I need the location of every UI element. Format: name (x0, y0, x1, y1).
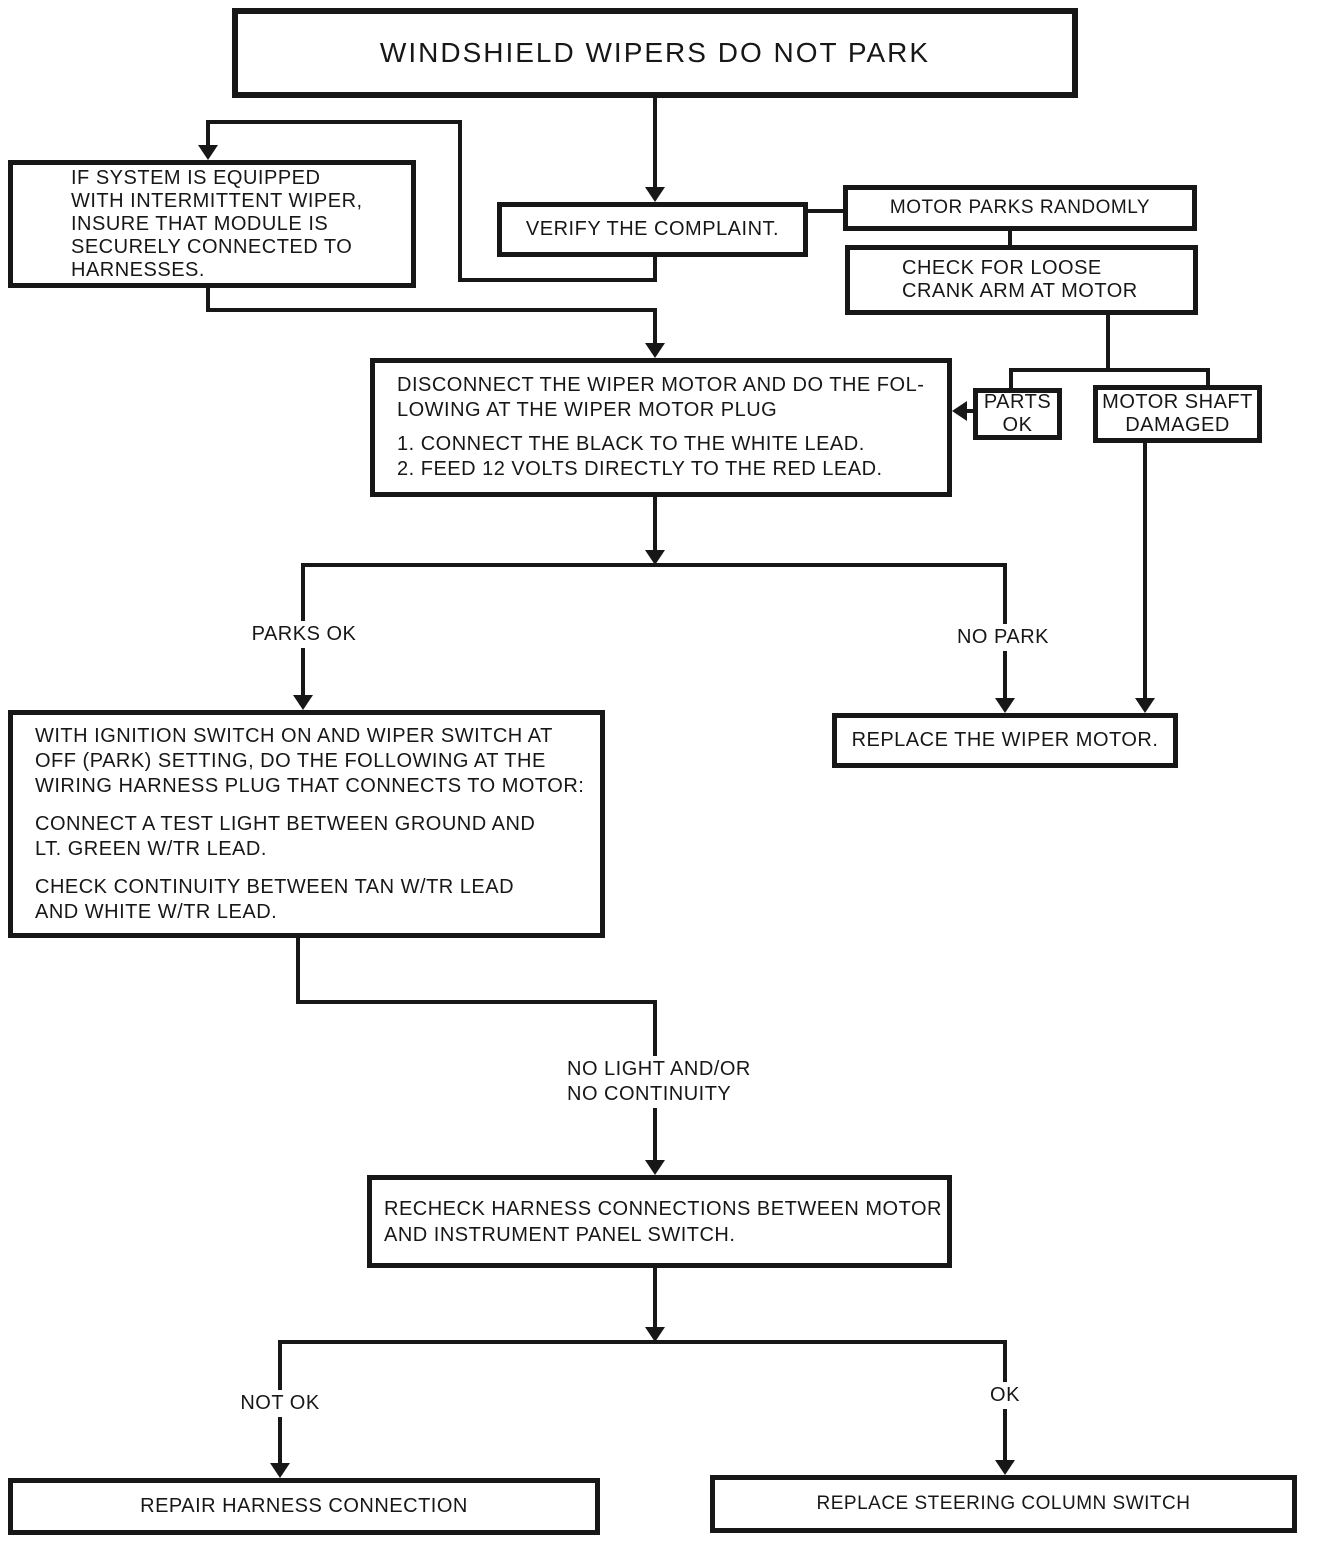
arrowhead-into-replace-motor (995, 698, 1015, 713)
arrowhead-parts-ok-to-disconnect (952, 401, 967, 421)
arrowhead-into-ignition-test (293, 695, 313, 710)
node-disconnect-wiper-motor: DISCONNECT THE WIPER MOTOR AND DO THE FO… (370, 358, 952, 497)
connector-disconnect-down (653, 497, 657, 552)
arrowhead-into-recheck (645, 1160, 665, 1175)
connector-ignition-down (296, 938, 300, 1004)
connector-branch-park (301, 563, 1007, 567)
node-recheck-harness: RECHECK HARNESS CONNECTIONS BETWEEN MOTO… (367, 1175, 952, 1268)
node-recheck-harness-label: RECHECK HARNESS CONNECTIONS BETWEEN MOTO… (384, 1197, 942, 1246)
node-motor-parks-randomly: MOTOR PARKS RANDOMLY (843, 185, 1197, 231)
edge-label-no-park: NO PARK (952, 624, 1054, 651)
node-repair-harness-connection-label: REPAIR HARNESS CONNECTION (140, 1495, 468, 1517)
connector-verify-left (458, 278, 657, 282)
node-check-loose-crank-arm: CHECK FOR LOOSE CRANK ARM AT MOTOR (845, 245, 1198, 315)
node-ignition-p2-label: CONNECT A TEST LIGHT BETWEEN GROUND AND … (35, 812, 536, 860)
node-parts-ok-label: PARTS OK (983, 391, 1052, 436)
edge-label-parks-ok: PARKS OK (247, 621, 361, 648)
edge-label-no-light-no-continuity: NO LIGHT AND/OR NO CONTINUITY (563, 1056, 755, 1108)
node-motor-parks-randomly-label: MOTOR PARKS RANDOMLY (889, 197, 1151, 218)
connector-shaft-to-replace-motor (1143, 443, 1147, 700)
node-disconnect-steps-label: 1. CONNECT THE BLACK TO THE WHITE LEAD. … (397, 433, 883, 480)
connector-verify-down (653, 257, 657, 282)
edge-label-ok: OK (986, 1382, 1024, 1409)
node-if-system-equipped: IF SYSTEM IS EQUIPPED WITH INTERMITTENT … (8, 160, 416, 288)
node-check-loose-crank-arm-label: CHECK FOR LOOSE CRANK ARM AT MOTOR (902, 257, 1138, 302)
connector-parts-ok-to-disconnect (964, 409, 975, 413)
node-verify-complaint-label: VERIFY THE COMPLAINT. (525, 218, 780, 240)
arrowhead-title-to-verify (645, 187, 665, 202)
arrowhead-shaft-to-replace-motor (1135, 698, 1155, 713)
node-parts-ok: PARTS OK (973, 388, 1062, 440)
connector-to-if-system-top (206, 120, 462, 124)
node-ignition-p3-label: CHECK CONTINUITY BETWEEN TAN W/TR LEAD A… (35, 875, 515, 923)
node-replace-wiper-motor-label: REPLACE THE WIPER MOTOR. (851, 729, 1159, 751)
node-if-system-equipped-label: IF SYSTEM IS EQUIPPED WITH INTERMITTENT … (71, 166, 363, 281)
connector-into-parts-ok (1009, 368, 1013, 388)
connector-verify-to-randomly (806, 209, 843, 213)
node-replace-steering-column-switch-label: REPLACE STEERING COLUMN SWITCH (816, 1493, 1191, 1514)
connector-title-to-verify (653, 98, 657, 189)
connector-branch-result (278, 1340, 1007, 1344)
connector-verify-up (458, 120, 462, 282)
node-replace-steering-column-switch: REPLACE STEERING COLUMN SWITCH (710, 1475, 1297, 1533)
connector-randomly-to-checkloose (1008, 230, 1012, 245)
connector-into-disconnect (653, 308, 657, 345)
arrowhead-into-disconnect (645, 343, 665, 358)
node-replace-wiper-motor: REPLACE THE WIPER MOTOR. (832, 713, 1178, 768)
connector-recheck-down (653, 1268, 657, 1329)
connector-into-if-system (206, 120, 210, 147)
node-motor-shaft-damaged: MOTOR SHAFT DAMAGED (1093, 385, 1262, 443)
connector-if-system-right (206, 308, 657, 312)
connector-into-motor-shaft (1206, 368, 1210, 385)
node-title-label: WINDSHIELD WIPERS DO NOT PARK (379, 37, 931, 68)
arrowhead-into-repair (270, 1463, 290, 1478)
connector-bracket-parts-shaft (1009, 368, 1210, 372)
node-ignition-test: WITH IGNITION SWITCH ON AND WIPER SWITCH… (8, 710, 605, 938)
connector-ignition-right (296, 1000, 657, 1004)
connector-if-system-down (206, 288, 210, 312)
arrowhead-into-if-system (198, 145, 218, 160)
arrowhead-recheck-branch (645, 1327, 665, 1342)
connector-checkloose-down (1106, 315, 1110, 372)
node-title: WINDSHIELD WIPERS DO NOT PARK (232, 8, 1078, 98)
arrowhead-disconnect-branch (645, 550, 665, 565)
node-verify-complaint: VERIFY THE COMPLAINT. (497, 202, 808, 257)
arrowhead-into-replace-column (995, 1460, 1015, 1475)
node-repair-harness-connection: REPAIR HARNESS CONNECTION (8, 1478, 600, 1535)
node-disconnect-intro-label: DISCONNECT THE WIPER MOTOR AND DO THE FO… (397, 374, 925, 421)
edge-label-not-ok: NOT OK (236, 1390, 324, 1417)
node-motor-shaft-damaged-label: MOTOR SHAFT DAMAGED (1102, 391, 1253, 436)
node-ignition-p1-label: WITH IGNITION SWITCH ON AND WIPER SWITCH… (35, 724, 585, 797)
